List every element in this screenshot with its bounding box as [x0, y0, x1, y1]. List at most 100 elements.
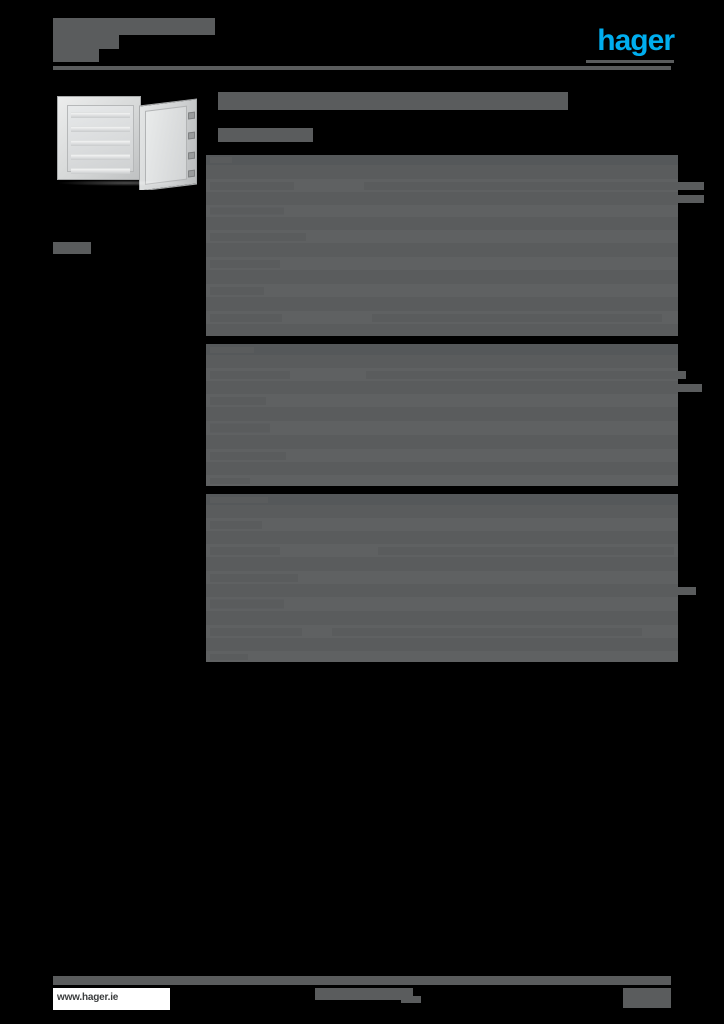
spec-key-text — [210, 451, 286, 460]
spec-key-cell — [206, 584, 324, 597]
spec-key-cell — [206, 394, 324, 407]
spec-key-cell — [206, 230, 324, 243]
hinge-icon — [188, 111, 195, 120]
spec-key-text — [210, 346, 254, 353]
spec-value-cell — [324, 368, 686, 381]
spec-key-text — [210, 437, 304, 447]
spec-value-cell — [324, 584, 696, 597]
spec-section — [206, 344, 702, 486]
spec-key-text — [210, 245, 272, 255]
spec-value-cell — [324, 544, 678, 557]
spec-key-cell — [206, 368, 324, 381]
spec-value-text — [366, 370, 686, 379]
document-title-line-2 — [53, 35, 119, 49]
spec-value-cell — [324, 155, 678, 165]
spec-key-cell — [206, 205, 324, 217]
spec-key-text — [210, 546, 280, 555]
spec-row — [206, 217, 678, 230]
spec-key-cell — [206, 270, 324, 284]
footer-url-box[interactable]: www.hager.ie — [53, 988, 170, 1010]
spec-key-text — [210, 232, 306, 241]
spec-value-cell — [324, 571, 678, 584]
spec-value-cell — [324, 407, 678, 421]
spec-row — [206, 421, 678, 435]
spec-row — [206, 544, 678, 557]
spec-value-cell — [324, 494, 678, 505]
spec-key-cell — [206, 505, 324, 518]
spec-key-text — [210, 396, 266, 405]
hinge-icon — [188, 131, 195, 140]
spec-value-cell — [324, 475, 678, 486]
spec-key-cell — [206, 284, 324, 297]
spec-key-cell — [206, 494, 324, 505]
spec-key-cell — [206, 179, 324, 192]
product-shadow — [59, 180, 195, 186]
spec-row — [206, 179, 704, 192]
spec-value-text — [338, 507, 676, 516]
spec-value-text — [378, 546, 674, 555]
spec-row — [206, 462, 678, 475]
spec-value-cell — [324, 257, 678, 270]
spec-key-cell — [206, 257, 324, 270]
spec-row — [206, 531, 678, 544]
spec-key-cell — [206, 435, 324, 449]
spec-row — [206, 394, 678, 407]
spec-value-cell — [324, 230, 678, 243]
spec-row — [206, 257, 678, 270]
spec-key-text — [210, 181, 294, 190]
page-header: hager — [0, 0, 724, 80]
spec-value-cell — [324, 449, 678, 462]
spec-key-text — [210, 370, 290, 379]
document-title-line-3 — [53, 49, 99, 62]
hinge-icon — [188, 169, 195, 178]
spec-key-text — [210, 259, 280, 268]
spec-row — [206, 611, 678, 625]
spec-row — [206, 518, 678, 531]
footer-url-link[interactable]: www.hager.ie — [57, 992, 119, 1003]
spec-key-text — [210, 559, 272, 569]
spec-section — [206, 155, 704, 336]
spec-value-text — [332, 627, 642, 636]
spec-key-text — [210, 272, 312, 282]
spec-value-cell — [324, 611, 678, 625]
spec-key-text — [210, 286, 264, 295]
spec-row — [206, 597, 678, 611]
section-label — [218, 128, 313, 142]
spec-row — [206, 284, 678, 297]
spec-key-cell — [206, 531, 324, 544]
spec-key-cell — [206, 449, 324, 462]
catalogue-reference — [53, 242, 91, 254]
spec-key-text — [210, 507, 276, 516]
spec-value-text — [372, 313, 662, 322]
spec-key-text — [210, 207, 284, 215]
spec-key-cell — [206, 407, 324, 421]
spec-value-text — [374, 464, 636, 473]
spec-row — [206, 368, 686, 381]
header-divider — [53, 66, 671, 70]
spec-value-cell — [324, 505, 678, 518]
spec-row — [206, 475, 678, 486]
din-rail — [71, 154, 130, 160]
spec-key-text — [210, 653, 248, 660]
spec-key-text — [210, 599, 284, 609]
spec-key-cell — [206, 611, 324, 625]
spec-key-text — [210, 477, 250, 484]
spec-value-text — [340, 640, 642, 649]
spec-value-cell — [324, 344, 678, 355]
din-rail — [71, 112, 130, 118]
spec-key-cell — [206, 462, 324, 475]
spec-row — [206, 584, 696, 597]
din-rail — [71, 140, 130, 146]
spec-value-cell — [324, 462, 678, 475]
spec-section — [206, 494, 696, 662]
spec-key-text — [210, 326, 254, 334]
spec-key-cell — [206, 165, 324, 179]
spec-row — [206, 165, 678, 179]
spec-key-text — [210, 157, 232, 163]
spec-value-cell — [324, 355, 678, 368]
spec-key-cell — [206, 597, 324, 611]
spec-key-text — [210, 194, 276, 203]
spec-value-cell — [324, 179, 704, 192]
spec-key-cell — [206, 297, 324, 311]
